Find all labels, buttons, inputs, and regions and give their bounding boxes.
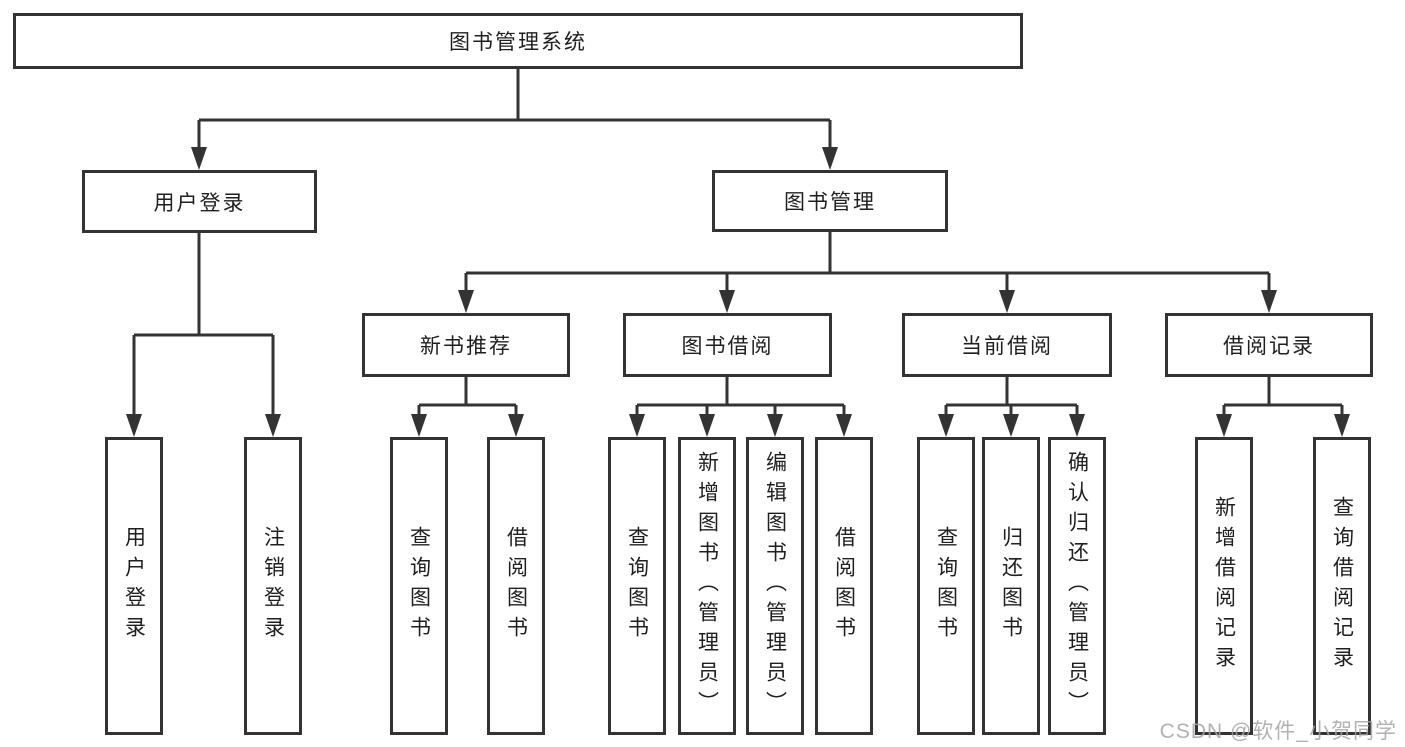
node-add-borrow-record: 新增借阅记录 [1195,437,1253,735]
node-query-books-borrowing: 查询图书 [608,437,666,735]
node-query-borrow-record: 查询借阅记录 [1313,437,1371,735]
node-borrowing-records: 借阅记录 [1165,313,1373,377]
node-confirm-return-admin: 确认归还（管理员） [1048,437,1106,735]
node-logout: 注销登录 [244,437,302,735]
node-book-management: 图书管理 [712,170,948,232]
node-query-books-current: 查询图书 [917,437,975,735]
node-borrow-books-borrowing: 借阅图书 [815,437,873,735]
csdn-watermark: CSDN @软件_小贺同学 [1159,720,1397,743]
node-current-borrowing: 当前借阅 [902,313,1112,377]
node-add-books-admin: 新增图书（管理员） [678,437,736,735]
node-user-login: 用户登录 [82,170,317,233]
node-query-books-recommend: 查询图书 [390,437,448,735]
node-borrow-books-recommend: 借阅图书 [487,437,545,735]
node-user-login-leaf: 用户登录 [105,437,163,735]
node-new-book-recommend: 新书推荐 [362,313,570,377]
node-edit-books-admin: 编辑图书（管理员） [746,437,804,735]
node-library-management-system: 图书管理系统 [13,13,1023,69]
node-book-borrowing: 图书借阅 [623,313,832,377]
node-return-books: 归还图书 [982,437,1040,735]
